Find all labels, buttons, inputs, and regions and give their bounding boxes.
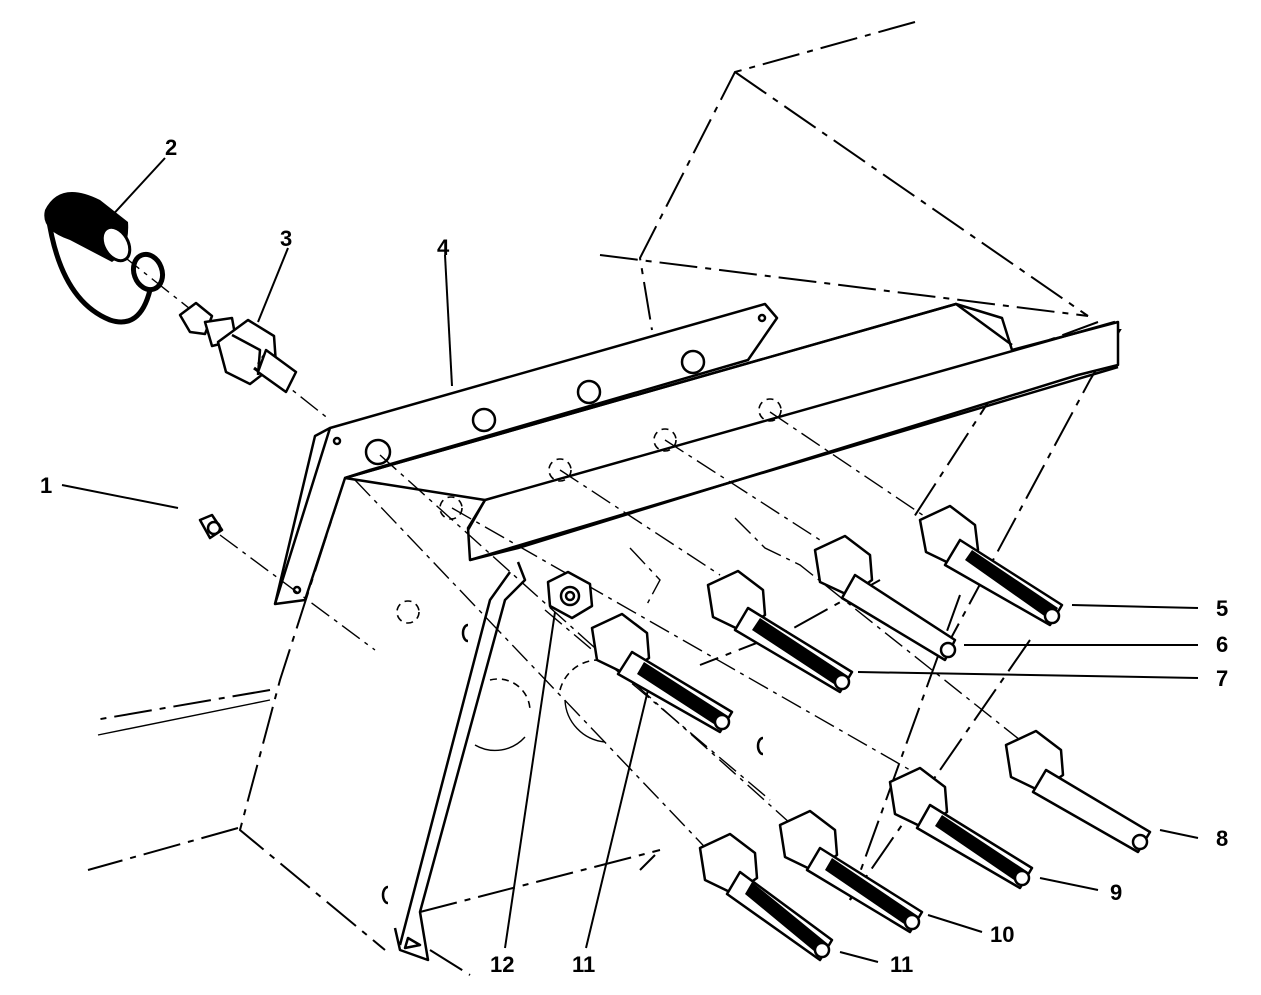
fitting-item-6: [813, 534, 957, 662]
callout-4: 4: [437, 235, 450, 260]
callout-10: 10: [990, 922, 1014, 947]
callout-7: 7: [1216, 666, 1228, 691]
callouts: 1 2 3 4 5 6 7 8 9 10 11 11 12: [40, 135, 1228, 977]
callout-8: 8: [1216, 826, 1228, 851]
nut-item-12: [546, 570, 594, 620]
fitting-item-5: [918, 504, 1064, 627]
callout-2: 2: [165, 135, 177, 160]
callout-11-right: 11: [890, 952, 913, 977]
dust-cap-item-2: [44, 192, 166, 325]
callout-3: 3: [280, 226, 292, 251]
fitting-item-10: [778, 809, 924, 934]
leader-lines: [61, 157, 1199, 963]
quick-coupler-item-3: [178, 301, 298, 394]
callout-11-left: 11: [572, 952, 595, 977]
callout-5: 5: [1216, 596, 1228, 621]
hidden-cutouts: [474, 659, 606, 752]
callout-6: 6: [1216, 632, 1228, 657]
fitting-item-11-lower: [698, 832, 834, 962]
fitting-item-8: [1004, 729, 1152, 854]
fitting-item-7: [706, 569, 854, 694]
callout-1: 1: [40, 473, 52, 498]
callout-9: 9: [1110, 880, 1122, 905]
fitting-item-9: [888, 766, 1034, 890]
fitting-item-11-upper: [590, 612, 734, 734]
grease-fitting-item-1: [198, 513, 224, 540]
callout-12: 12: [490, 952, 514, 977]
mounting-bracket: [273, 302, 1120, 962]
